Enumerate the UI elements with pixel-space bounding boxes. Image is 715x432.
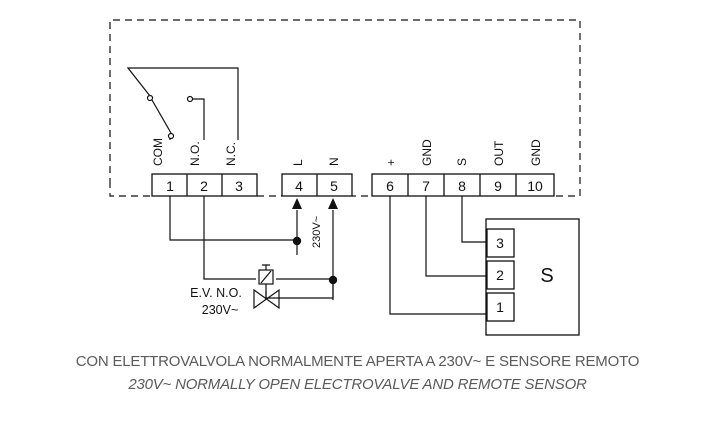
- terminal-number: 8: [458, 178, 466, 194]
- terminal-label: S: [455, 158, 469, 166]
- terminal-label: +: [384, 159, 398, 166]
- controller-enclosure: [109, 19, 581, 197]
- terminal-label: N.C.: [224, 142, 238, 166]
- terminal-number: 9: [494, 178, 502, 194]
- terminal-label: COM: [151, 138, 165, 166]
- caption-english: 230V~ NORMALLY OPEN ELECTROVALVE AND REM…: [128, 376, 587, 393]
- valve-label: E.V. N.O.: [190, 286, 242, 300]
- terminal-label: L: [291, 159, 305, 166]
- terminal-label: N: [327, 157, 341, 166]
- junction-dot: [292, 236, 302, 246]
- supply-voltage-label: 230V~: [311, 216, 323, 248]
- sensor-pin-number: 3: [496, 235, 504, 251]
- terminal-number: 4: [295, 178, 303, 194]
- arrow-l-icon: [292, 198, 302, 209]
- terminal-number: 1: [166, 178, 174, 194]
- sensor-wiring: [389, 196, 487, 315]
- terminal-block-sensor: [371, 173, 555, 197]
- terminal-label: N.O.: [188, 141, 202, 166]
- caption-italian: CON ELETTROVALVOLA NORMALMENTE APERTA A …: [75, 353, 640, 370]
- terminal-number: 5: [330, 178, 338, 194]
- external-wiring: [169, 196, 334, 300]
- sensor-pin-number: 1: [496, 299, 504, 315]
- terminal-block-relay: [151, 173, 258, 197]
- terminal-number: 6: [386, 178, 394, 194]
- sensor-pin-number: 2: [496, 267, 504, 283]
- terminal-label: GND: [529, 139, 543, 166]
- relay-contact: [126, 67, 239, 140]
- sensor-letter: S: [540, 265, 553, 287]
- terminal-number: 7: [422, 178, 430, 194]
- junction-dot: [328, 275, 338, 285]
- terminal-block-power: [281, 173, 353, 197]
- electrovalve-icon: [253, 264, 280, 310]
- terminal-label: OUT: [492, 140, 506, 166]
- terminal-number: 2: [200, 178, 208, 194]
- terminal-number: 10: [527, 178, 543, 194]
- terminal-label: GND: [420, 139, 434, 166]
- valve-voltage-label: 230V~: [202, 303, 239, 317]
- remote-sensor: [485, 218, 580, 336]
- arrow-n-icon: [328, 198, 338, 209]
- terminal-number: 3: [235, 178, 243, 194]
